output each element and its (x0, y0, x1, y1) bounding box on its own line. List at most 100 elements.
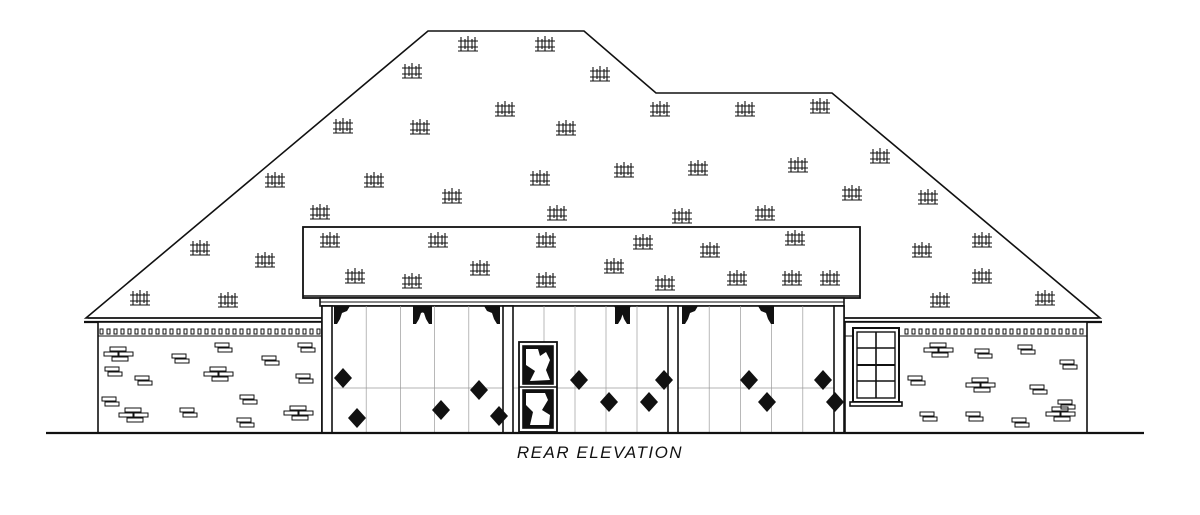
dentil-block (253, 328, 258, 335)
shingle-mark (784, 229, 806, 246)
dentil-block (99, 328, 104, 335)
dentil-block (162, 328, 167, 335)
porch-column (833, 305, 845, 434)
dentil-block (190, 328, 195, 335)
porch-door (518, 341, 558, 433)
shingle-mark (332, 117, 354, 134)
dentil-block (1065, 328, 1070, 335)
dentil-block (120, 328, 125, 335)
shingle-mark (781, 269, 803, 286)
dentil-block (225, 328, 230, 335)
dentil-block (218, 328, 223, 335)
double-hung-window (849, 327, 903, 407)
shingle-mark (319, 231, 341, 248)
shingle-mark (409, 118, 431, 135)
dentil-block (288, 328, 293, 335)
shingle-mark (589, 65, 611, 82)
dentil-block (981, 328, 986, 335)
dentil-trim (99, 328, 1084, 335)
dentil-block (932, 328, 937, 335)
porch-bracket (416, 306, 432, 324)
shingle-mark (787, 156, 809, 173)
porch-bracket (432, 400, 450, 420)
shingle-mark (911, 241, 933, 258)
dentil-block (967, 328, 972, 335)
porch-bracket (334, 306, 350, 324)
dentil-block (1030, 328, 1035, 335)
shingle-mark (494, 100, 516, 117)
shingle-mark (363, 171, 385, 188)
dentil-block (155, 328, 160, 335)
dentil-block (1037, 328, 1042, 335)
shingle-mark (971, 231, 993, 248)
shingle-mark (917, 188, 939, 205)
dentil-block (1079, 328, 1084, 335)
dentil-block (960, 328, 965, 335)
dentil-block (169, 328, 174, 335)
shingle-mark (254, 251, 276, 268)
porch-bracket (470, 380, 488, 400)
dentil-block (1058, 328, 1063, 335)
dentil-block (316, 328, 321, 335)
dentil-block (260, 328, 265, 335)
shingle-mark (613, 161, 635, 178)
dentil-block (232, 328, 237, 335)
porch-bracket (614, 306, 630, 324)
dentil-block (302, 328, 307, 335)
dentil-block (148, 328, 153, 335)
dentil-block (295, 328, 300, 335)
porch-column (667, 305, 679, 434)
shingle-mark (427, 231, 449, 248)
dentil-block (183, 328, 188, 335)
dentil-block (281, 328, 286, 335)
dentil-block (141, 328, 146, 335)
dentil-block (974, 328, 979, 335)
dentil-block (274, 328, 279, 335)
shingle-mark (654, 274, 676, 291)
porch-bracket (814, 370, 832, 390)
porch-bracket (348, 408, 366, 428)
dentil-block (904, 328, 909, 335)
left-brick-wall (97, 321, 323, 434)
dentil-block (911, 328, 916, 335)
dentil-block (127, 328, 132, 335)
shingle-mark (632, 233, 654, 250)
dentil-block (925, 328, 930, 335)
dentil-block (1051, 328, 1056, 335)
porch-bracket (758, 306, 774, 324)
dentil-block (1016, 328, 1021, 335)
dentil-block (211, 328, 216, 335)
dentil-block (106, 328, 111, 335)
dentil-block (176, 328, 181, 335)
shingle-mark (344, 267, 366, 284)
porch-bracket (570, 370, 588, 390)
shingle-mark (546, 204, 568, 221)
shingle-mark (535, 231, 557, 248)
shingle-mark (529, 169, 551, 186)
shingle-mark (726, 269, 748, 286)
porch-bracket (740, 370, 758, 390)
porch-bracket (600, 392, 618, 412)
shingle-mark (734, 100, 756, 117)
porch-bracket (640, 392, 658, 412)
shingle-mark (555, 119, 577, 136)
shingle-mark (869, 147, 891, 164)
shingle-mark (649, 100, 671, 117)
dentil-block (267, 328, 272, 335)
dentil-block (953, 328, 958, 335)
dentil-block (113, 328, 118, 335)
porch-bracket (826, 392, 844, 412)
dentil-block (1002, 328, 1007, 335)
shingle-mark (534, 35, 556, 52)
porch-bracket (655, 370, 673, 390)
porch-bracket (758, 392, 776, 412)
shingle-mark (819, 269, 841, 286)
porch-column (321, 305, 333, 434)
shingle-mark (754, 204, 776, 221)
dentil-block (918, 328, 923, 335)
dentil-block (1023, 328, 1028, 335)
dentil-block (995, 328, 1000, 335)
shingle-mark (469, 259, 491, 276)
drawing-caption: REAR ELEVATION (516, 443, 684, 462)
